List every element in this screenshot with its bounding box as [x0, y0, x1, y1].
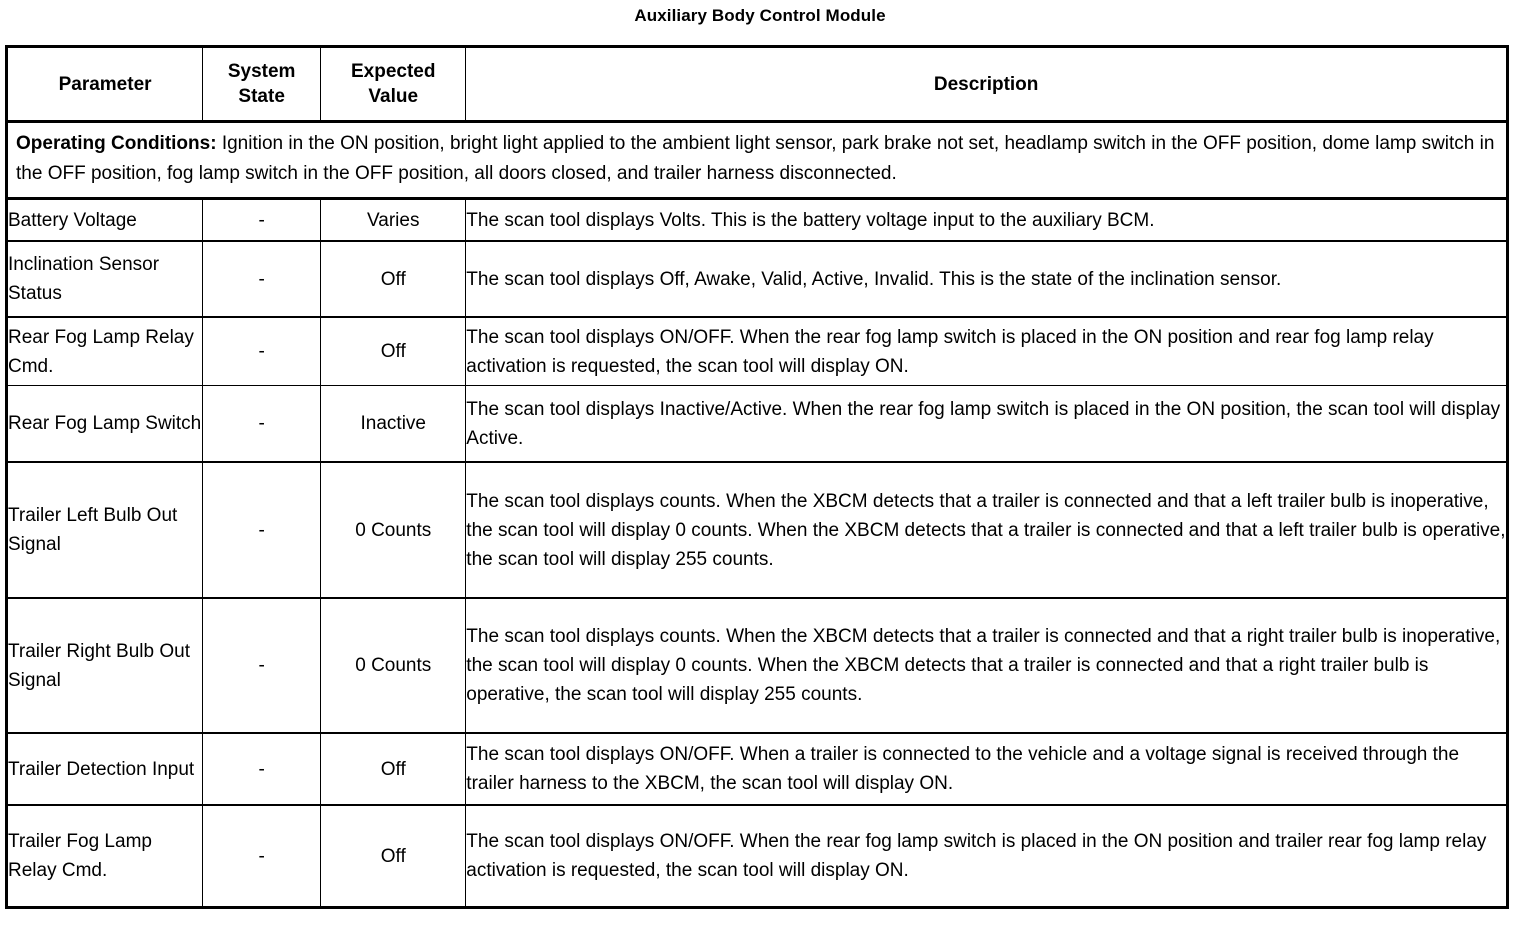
- table-row: Trailer Left Bulb Out Signal - 0 Counts …: [5, 461, 1508, 599]
- parameter-table: Parameter System State Expected Value De…: [5, 45, 1509, 909]
- cell-description: The scan tool displays ON/OFF. When a tr…: [465, 732, 1508, 806]
- table-row: Trailer Fog Lamp Relay Cmd. - Off The sc…: [5, 804, 1508, 909]
- cell-description: The scan tool displays counts. When the …: [465, 461, 1508, 599]
- cell-expected-value: Off: [320, 732, 467, 806]
- cell-parameter: Rear Fog Lamp Relay Cmd.: [5, 316, 204, 386]
- cell-expected-value: 0 Counts: [320, 461, 467, 599]
- cell-parameter: Rear Fog Lamp Switch: [5, 385, 204, 463]
- cell-system-state: -: [202, 316, 322, 386]
- cell-expected-value: Off: [320, 804, 467, 909]
- column-header-system-state-line1: System: [227, 61, 296, 82]
- cell-expected-value: Off: [320, 240, 467, 318]
- cell-system-state: -: [202, 198, 322, 242]
- cell-description: The scan tool displays Inactive/Active. …: [465, 385, 1508, 463]
- cell-parameter: Trailer Fog Lamp Relay Cmd.: [5, 804, 204, 909]
- cell-expected-value: Inactive: [320, 385, 467, 463]
- column-header-system-state-line2: State: [238, 86, 285, 107]
- table-row: Battery Voltage - Varies The scan tool d…: [5, 198, 1508, 242]
- cell-system-state: -: [202, 732, 322, 806]
- column-header-expected-value-line2: Value: [368, 86, 419, 107]
- page-title: Auxiliary Body Control Module: [634, 6, 886, 25]
- cell-system-state: -: [202, 385, 322, 463]
- table-row: Inclination Sensor Status - Off The scan…: [5, 240, 1508, 318]
- cell-system-state: -: [202, 804, 322, 909]
- cell-system-state: -: [202, 461, 322, 599]
- cell-system-state: -: [202, 597, 322, 734]
- column-header-parameter: Parameter: [5, 46, 204, 123]
- cell-parameter: Battery Voltage: [5, 198, 204, 242]
- table-row: Rear Fog Lamp Relay Cmd. - Off The scan …: [5, 316, 1508, 386]
- cell-description: The scan tool displays ON/OFF. When the …: [465, 316, 1508, 386]
- cell-parameter: Trailer Right Bulb Out Signal: [5, 597, 204, 734]
- table-header-row: Parameter System State Expected Value De…: [5, 46, 1508, 123]
- column-header-expected-value: Expected Value: [320, 46, 467, 123]
- cell-parameter: Trailer Left Bulb Out Signal: [5, 461, 204, 599]
- operating-conditions-row: Operating Conditions: Ignition in the ON…: [6, 121, 1508, 200]
- cell-description: The scan tool displays Volts. This is th…: [465, 198, 1508, 242]
- cell-system-state: -: [202, 240, 322, 318]
- column-header-description: Description: [465, 46, 1508, 123]
- cell-description: The scan tool displays counts. When the …: [465, 597, 1508, 734]
- table-row: Trailer Right Bulb Out Signal - 0 Counts…: [5, 597, 1508, 734]
- parameter-table-container: Parameter System State Expected Value De…: [5, 45, 1509, 909]
- column-header-expected-value-line1: Expected: [351, 61, 436, 82]
- operating-conditions-cell: Operating Conditions: Ignition in the ON…: [6, 121, 1508, 200]
- operating-conditions-text: Ignition in the ON position, bright ligh…: [16, 133, 1495, 184]
- cell-description: The scan tool displays Off, Awake, Valid…: [465, 240, 1508, 318]
- cell-expected-value: 0 Counts: [320, 597, 467, 734]
- operating-conditions-label: Operating Conditions:: [16, 133, 217, 154]
- cell-parameter: Trailer Detection Input: [5, 732, 204, 806]
- table-row: Trailer Detection Input - Off The scan t…: [5, 732, 1508, 806]
- column-header-system-state: System State: [202, 46, 322, 123]
- cell-expected-value: Off: [320, 316, 467, 386]
- table-row: Rear Fog Lamp Switch - Inactive The scan…: [5, 385, 1508, 463]
- cell-description: The scan tool displays ON/OFF. When the …: [465, 804, 1508, 909]
- cell-parameter: Inclination Sensor Status: [5, 240, 204, 318]
- cell-expected-value: Varies: [320, 198, 467, 242]
